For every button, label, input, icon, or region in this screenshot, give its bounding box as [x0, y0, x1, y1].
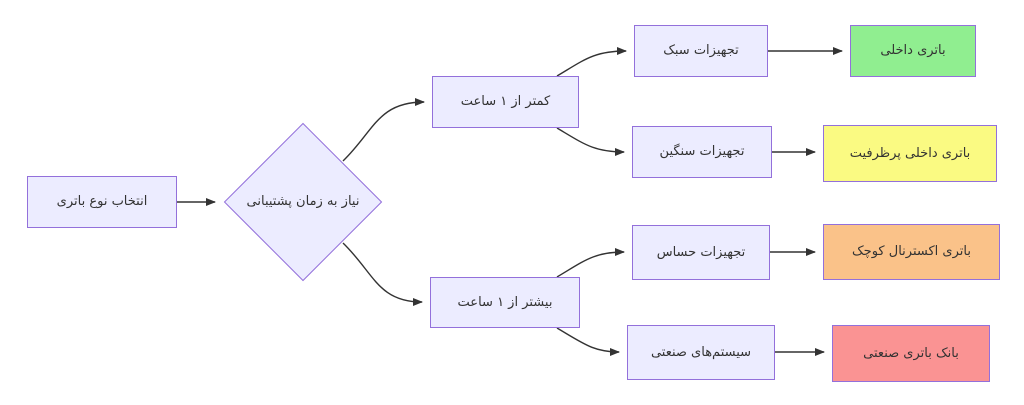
node-small-external-battery: باتری اکسترنال کوچک — [823, 224, 1000, 280]
node-sensitive-equipment: تجهیزات حساس — [632, 225, 770, 280]
edge-more-than-1-hour-to-sensitive-equipment — [556, 248, 625, 278]
node-industrial-battery-bank: بانک باتری صنعتی — [832, 325, 990, 382]
node-light-equipment-label: تجهیزات سبک — [663, 43, 739, 59]
node-industrial-battery-bank-label: بانک باتری صنعتی — [863, 345, 959, 361]
node-small-external-battery-label: باتری اکسترنال کوچک — [852, 244, 971, 260]
node-high-capacity-internal-battery-label: باتری داخلی پرظرفیت — [849, 145, 971, 161]
node-more-than-1-hour: بیشتر از ۱ ساعت — [430, 277, 580, 328]
node-less-than-1-hour-label: کمتر از ۱ ساعت — [460, 94, 551, 110]
node-industrial-systems-label: سیستم‌های صنعتی — [650, 344, 752, 360]
node-industrial-systems: سیستم‌های صنعتی — [627, 325, 775, 380]
node-heavy-equipment-label: تجهیزات سنگین — [659, 144, 745, 160]
node-internal-battery-label: باتری داخلی — [880, 43, 946, 59]
edge-more-than-1-hour-to-industrial-systems — [556, 327, 620, 356]
node-high-capacity-internal-battery: باتری داخلی پرظرفیت — [823, 125, 997, 182]
node-less-than-1-hour: کمتر از ۱ ساعت — [432, 76, 579, 128]
edge-less-than-1-hour-to-light-equipment — [556, 47, 627, 77]
node-heavy-equipment: تجهیزات سنگین — [632, 126, 772, 178]
node-start: انتخاب نوع باتری — [27, 176, 177, 228]
node-start-label: انتخاب نوع باتری — [56, 194, 148, 210]
node-more-than-1-hour-label: بیشتر از ۱ ساعت — [457, 294, 553, 310]
node-internal-battery: باتری داخلی — [850, 25, 976, 77]
edge-less-than-1-hour-to-heavy-equipment — [556, 127, 625, 156]
node-decision: نیاز به زمان پشتیبانی — [223, 122, 383, 282]
node-decision-label: نیاز به زمان پشتیبانی — [246, 194, 360, 210]
node-light-equipment: تجهیزات سبک — [634, 25, 768, 77]
node-sensitive-equipment-label: تجهیزات حساس — [656, 244, 746, 260]
